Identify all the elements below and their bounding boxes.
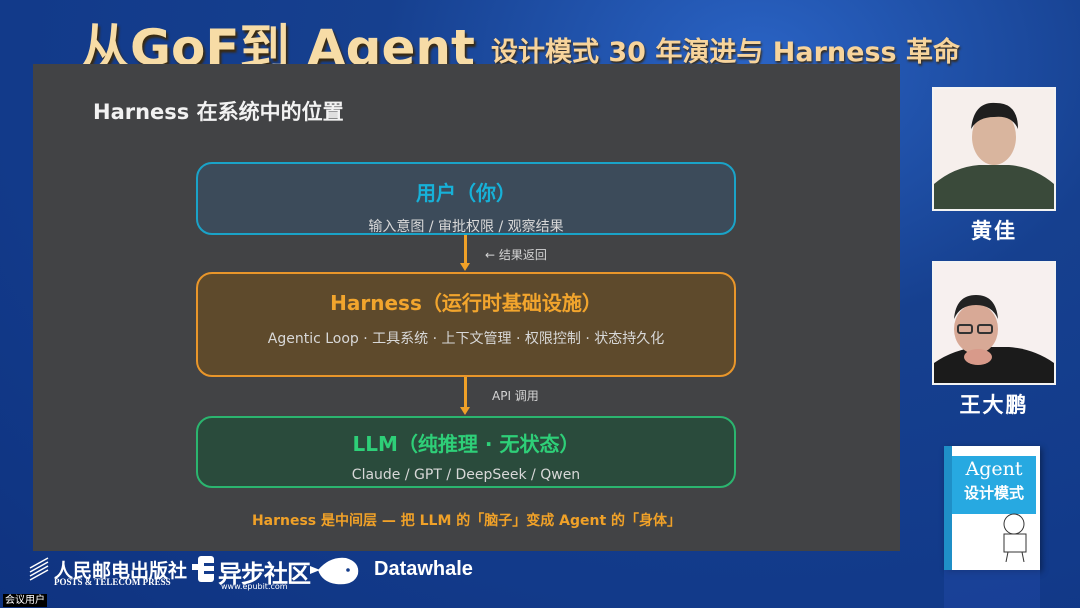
llm-layer-box: LLM（纯推理 · 无状态） Claude / GPT / DeepSeek /… — [196, 416, 736, 488]
harness-layer-title: Harness（运行时基础设施） — [330, 291, 602, 315]
logo-posts-telecom-press: 人民邮电出版社 POSTS & TELECOM PRESS — [28, 556, 187, 587]
meeting-user-label: 会议用户 — [3, 594, 47, 607]
harness-layer-subtitle: Agentic Loop · 工具系统 · 上下文管理 · 权限控制 · 状态持… — [267, 331, 665, 347]
logo-epubit: 异步社区 www.epubit.com — [192, 554, 311, 591]
robot-illustration-icon — [1003, 513, 1027, 562]
logo-datawhale: Datawhale — [308, 552, 473, 590]
user-layer-subtitle: 输入意图 / 审批权限 / 观察结果 — [368, 219, 564, 235]
slide-heading: Harness 在系统中的位置 — [93, 100, 344, 124]
epubit-logo-icon — [192, 556, 214, 582]
arrow-down-icon — [460, 263, 470, 271]
book-cover-panel — [952, 456, 1036, 514]
banner-subtitle: 设计模式 30 年演进与 Harness 革命 — [491, 37, 960, 68]
datawhale-name: Datawhale — [374, 558, 473, 580]
arrow-label-result-return: ← 结果返回 — [485, 248, 547, 262]
speaker-tile-2[interactable]: 王大鹏 — [932, 261, 1056, 419]
arrow-down-icon — [460, 407, 470, 415]
speaker-tile-1[interactable]: 黄佳 — [932, 87, 1056, 245]
speaker-name-2: 王大鹏 — [959, 393, 1029, 417]
ptp-name-en: POSTS & TELECOM PRESS — [54, 577, 171, 587]
book-cover: Agent 设计模式 — [944, 446, 1040, 570]
shared-slide: Harness 在系统中的位置 用户（你） 输入意图 / 审批权限 / 观察结果… — [33, 64, 900, 551]
harness-layer-box: Harness（运行时基础设施） Agentic Loop · 工具系统 · 上… — [196, 272, 736, 377]
epubit-url: www.epubit.com — [221, 582, 288, 591]
speaker-video-1 — [932, 87, 1056, 211]
llm-layer-subtitle: Claude / GPT / DeepSeek / Qwen — [351, 467, 581, 483]
arrow-line-user-harness — [464, 235, 467, 264]
speaker-name-1: 黄佳 — [971, 219, 1017, 243]
user-layer-box: 用户（你） 输入意图 / 审批权限 / 观察结果 — [196, 162, 736, 235]
book-title-en: Agent — [965, 458, 1023, 480]
user-layer-title: 用户（你） — [416, 181, 516, 205]
book-title-cn: 设计模式 — [963, 484, 1024, 502]
whale-logo-icon — [310, 557, 359, 585]
person-avatar-icon — [934, 89, 1054, 209]
book-spine — [944, 446, 952, 570]
ptp-logo-icon — [29, 557, 49, 581]
epubit-name-cn: 异步社区 — [218, 560, 311, 588]
slide-footnote: Harness 是中间层 — 把 LLM 的「脑子」变成 Agent 的「身体」 — [251, 513, 682, 529]
ptp-name-cn: 人民邮电出版社 — [54, 560, 188, 582]
llm-layer-title: LLM（纯推理 · 无状态） — [352, 432, 580, 456]
arrow-label-api-call: API 调用 — [492, 389, 539, 403]
book-reflection — [944, 570, 1040, 608]
arrow-line-harness-llm — [464, 377, 467, 408]
person-avatar-icon — [934, 263, 1054, 383]
speaker-video-2 — [932, 261, 1056, 385]
